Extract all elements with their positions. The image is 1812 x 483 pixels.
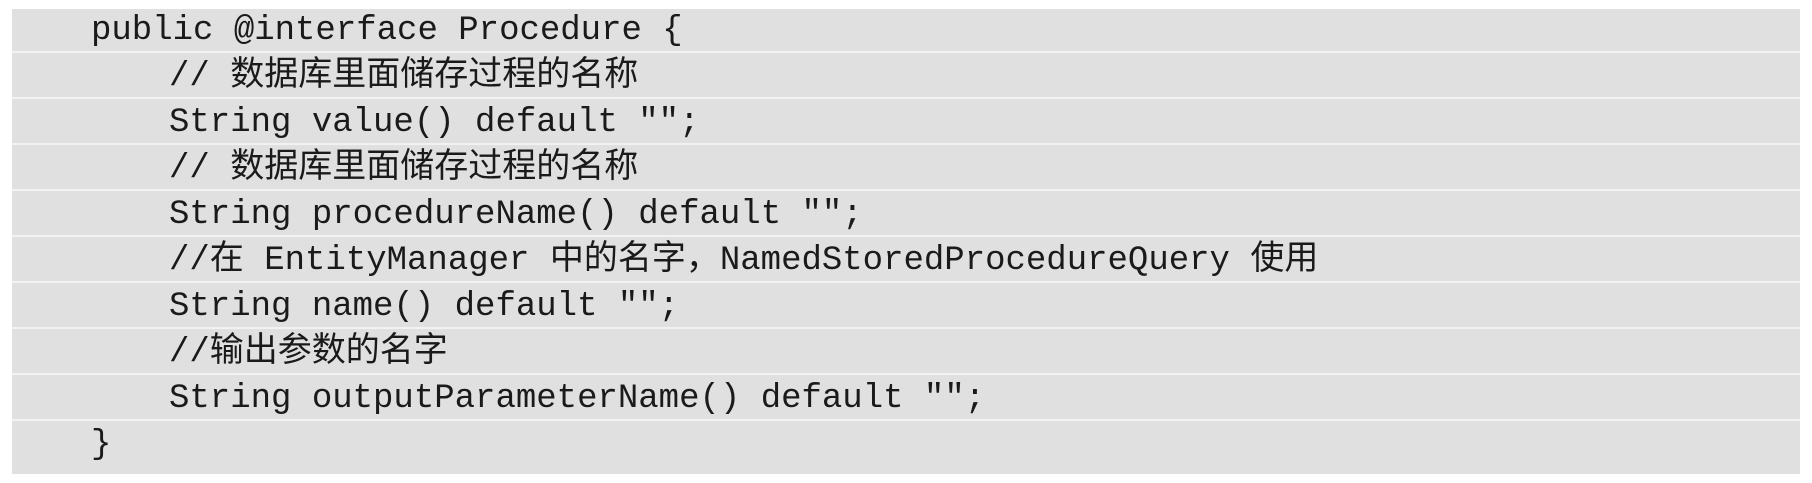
- code-line-interface-declaration: public @interface Procedure {: [12, 9, 1800, 53]
- code-line-comment-procedure-name: // 数据库里面储存过程的名称: [12, 147, 1800, 191]
- code-line-name-method: String name() default "";: [12, 285, 1800, 329]
- code-line-comment-value: // 数据库里面储存过程的名称: [12, 55, 1800, 99]
- code-line-closing-brace: }: [91, 426, 112, 464]
- code-line-comment-name: //在 EntityManager 中的名字，NamedStoredProced…: [12, 239, 1800, 283]
- code-block: public @interface Procedure { // 数据库里面储存…: [12, 9, 1800, 474]
- code-line-value-method: String value() default "";: [12, 101, 1800, 145]
- code-line-procedure-name-method: String procedureName() default "";: [12, 193, 1800, 237]
- code-line-comment-output-parameter: //输出参数的名字: [12, 331, 1800, 375]
- code-line-output-parameter-method: String outputParameterName() default "";: [12, 377, 1800, 421]
